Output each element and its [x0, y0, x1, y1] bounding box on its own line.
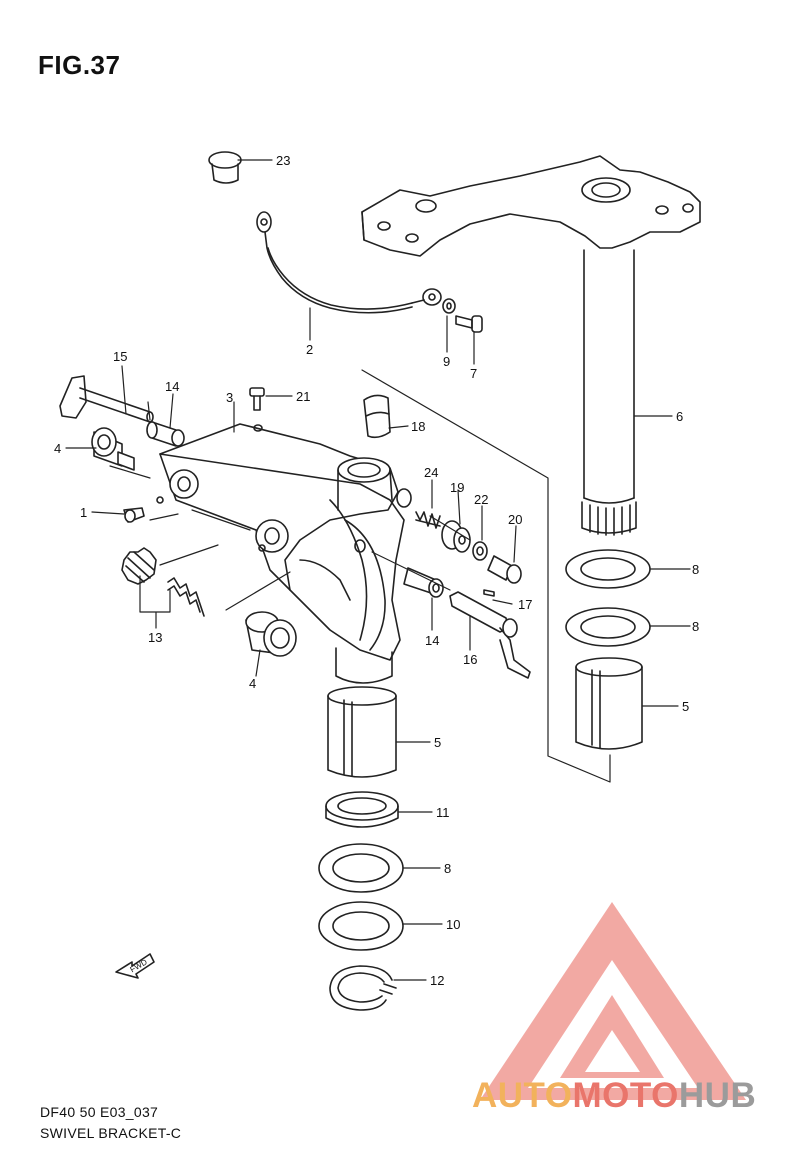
part-6-steering-arm — [361, 155, 701, 536]
part-22-washer — [472, 541, 488, 561]
part-10-washer — [318, 901, 404, 951]
part-20-bolt — [487, 555, 522, 584]
callout-17: 17 — [518, 597, 532, 612]
part-2-ground-wire — [256, 211, 442, 314]
part-9-washer — [442, 298, 456, 314]
callout-8-right-1: 8 — [692, 562, 699, 577]
part-14-bushing-lower — [403, 567, 444, 598]
callout-9: 9 — [443, 354, 450, 369]
callout-3: 3 — [226, 390, 233, 405]
callout-4-left: 4 — [54, 441, 61, 456]
callout-15: 15 — [113, 349, 127, 364]
callout-numbers: 23 2 9 7 6 15 14 3 21 18 4 24 19 22 20 1… — [54, 153, 699, 988]
callout-7: 7 — [470, 366, 477, 381]
callout-22: 22 — [474, 492, 488, 507]
part-7-bolt — [455, 315, 483, 333]
watermark-part-hub: HUB — [678, 1076, 757, 1115]
part-4-bushing-lower — [245, 611, 297, 657]
callout-12: 12 — [430, 973, 444, 988]
callout-6: 6 — [676, 409, 683, 424]
watermark-part-auto: AUTO — [472, 1076, 573, 1115]
part-16-tilt-lock-lever — [449, 591, 531, 679]
callout-16: 16 — [463, 652, 477, 667]
callout-24: 24 — [424, 465, 438, 480]
footer-diagram-name: SWIVEL BRACKET-C — [40, 1125, 182, 1141]
part-8-washer-right-1 — [565, 549, 651, 589]
callout-5-center: 5 — [434, 735, 441, 750]
watermark-part-moto: MOTO — [572, 1076, 679, 1115]
part-8-washer-right-2 — [565, 607, 651, 647]
callout-20: 20 — [508, 512, 522, 527]
part-13-spring-set — [121, 547, 205, 617]
part-21-screw — [249, 387, 265, 411]
watermark-logo — [480, 902, 746, 1100]
watermark-text: AUTOMOTOHUB — [472, 1076, 756, 1116]
part-14-bushing-upper — [146, 421, 185, 447]
callout-5-right: 5 — [682, 699, 689, 714]
callout-14-upper: 14 — [165, 379, 179, 394]
part-4-bushing-left — [91, 427, 135, 471]
figure-title: FIG.37 — [38, 50, 121, 80]
part-3-swivel-bracket — [156, 423, 412, 684]
callout-8-right-2: 8 — [692, 619, 699, 634]
callout-13: 13 — [148, 630, 162, 645]
footer-diagram-code: DF40 50 E03_037 — [40, 1104, 159, 1120]
callout-19: 19 — [450, 480, 464, 495]
leader-lines — [65, 159, 691, 981]
part-11-seal — [325, 791, 399, 828]
callout-2: 2 — [306, 342, 313, 357]
callout-1: 1 — [80, 505, 87, 520]
callout-14-lower: 14 — [425, 633, 439, 648]
part-12-circlip — [329, 965, 397, 1011]
callout-8-center: 8 — [444, 861, 451, 876]
callout-11: 11 — [436, 805, 450, 820]
part-24-spring — [415, 511, 441, 529]
part-18-pad — [363, 394, 391, 439]
part-17-pin — [483, 589, 495, 597]
callout-21: 21 — [296, 389, 310, 404]
part-23-plug — [208, 151, 242, 184]
callout-4-lower: 4 — [249, 676, 256, 691]
part-5-bushing-center — [327, 686, 397, 778]
callout-23: 23 — [276, 153, 290, 168]
part-19-grommet — [441, 520, 471, 553]
part-1-grease-nipple — [123, 507, 145, 523]
part-15-tilt-lock-shaft — [59, 375, 154, 423]
assembly-guide-lines — [109, 369, 611, 783]
callout-10: 10 — [446, 917, 460, 932]
fwd-arrow: FWD — [115, 953, 155, 979]
callout-18: 18 — [411, 419, 425, 434]
part-5-bushing-right — [575, 657, 643, 750]
part-8-washer-center — [318, 843, 404, 893]
